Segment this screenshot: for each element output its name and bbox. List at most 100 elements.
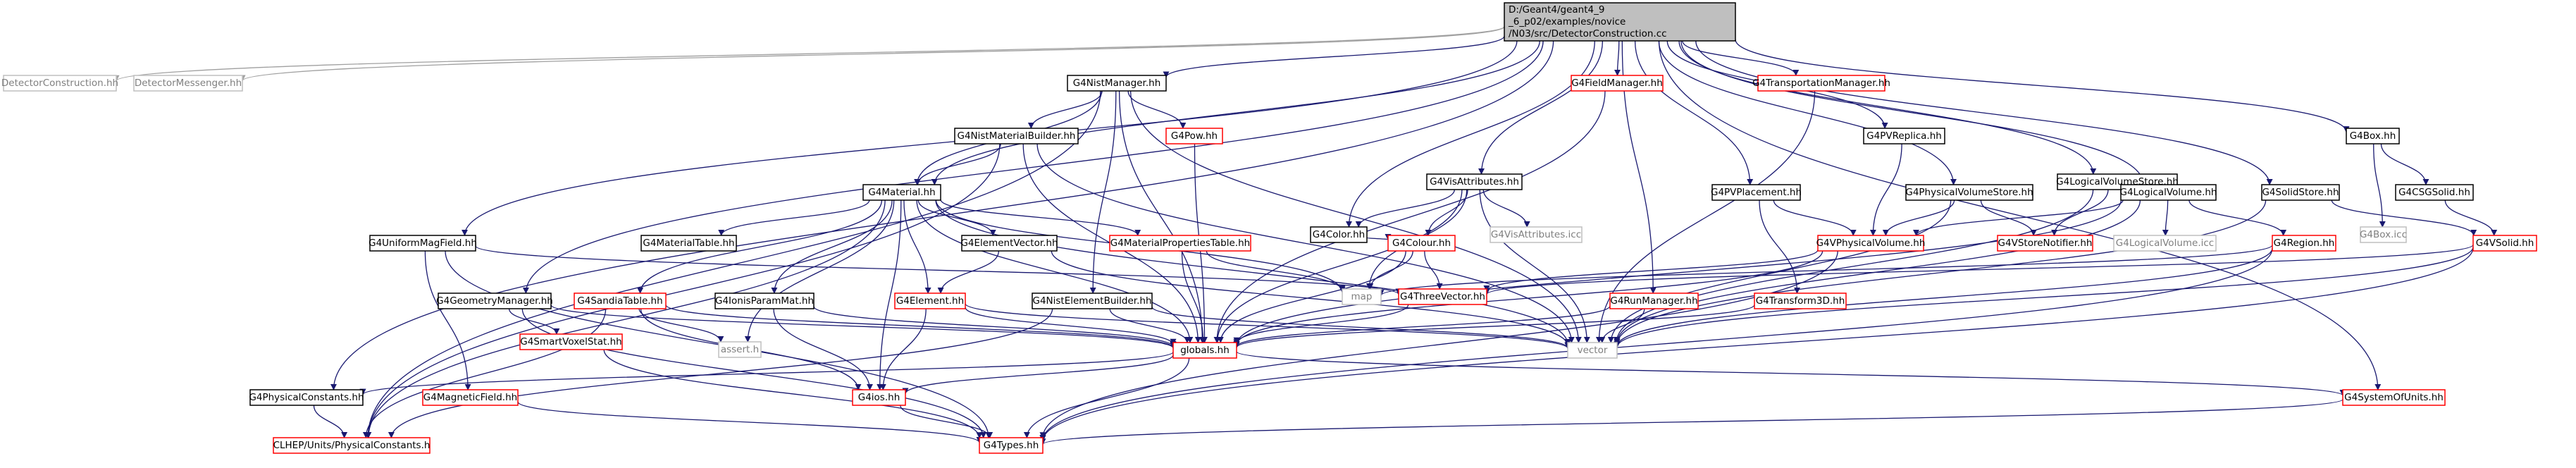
node-label: G4VisAttributes.icc (1491, 229, 1581, 240)
node-box (1398, 288, 1487, 305)
node-g4physical-constants-hh[interactable]: G4PhysicalConstants.hh (249, 389, 364, 406)
root-line-2: _6_p02/examples/novice (1508, 16, 1626, 27)
node-g4types-hh[interactable]: G4Types.hh (979, 437, 1044, 454)
node-g4element-hh[interactable]: G4Element.hh (894, 292, 966, 309)
edge-g4uniform-mag-field-hh-to-g4magnetic-field-hh (424, 250, 471, 390)
node-box (979, 437, 1044, 454)
node-g4ionis-param-mat-hh[interactable]: G4IonisParamMat.hh (714, 292, 815, 309)
node-g4vsolid-hh[interactable]: G4VSolid.hh (2472, 235, 2537, 252)
node-box (273, 437, 431, 454)
node-detector-construction-hh[interactable]: DetectorConstruction.hh (1, 75, 118, 92)
node-label: DetectorMessenger.hh (135, 78, 242, 89)
node-g4uniform-mag-field-hh[interactable]: G4UniformMagField.hh (369, 235, 477, 252)
node-detector-messenger-hh[interactable]: DetectorMessenger.hh (133, 75, 243, 92)
node-box (1426, 173, 1523, 190)
edge-g4material-hh-to-g4element-vector-hh (917, 199, 996, 236)
node-g4sandia-table-hh[interactable]: G4SandiaTable.hh (574, 292, 667, 309)
node-globals-hh[interactable]: globals.hh (1172, 342, 1237, 359)
edge-g4logical-volume-store-hh-to-vector (1613, 189, 2094, 343)
edge-g4solid-store-hh-to-g4vsolid-hh (2331, 199, 2477, 236)
node-g4physical-volume-store-hh[interactable]: G4PhysicalVolumeStore.hh (1905, 184, 2033, 201)
edge-g4region-hh-to-map (1377, 245, 2273, 297)
node-vector[interactable]: vector (1567, 342, 1618, 359)
node-box (2360, 226, 2407, 243)
node-g4colour-hh[interactable]: G4Colour.hh (1387, 235, 1456, 252)
node-g4ios-hh[interactable]: G4ios.hh (852, 389, 906, 406)
edge-g4element-hh-to-vector (965, 303, 1571, 350)
node-g4csg-solid-hh[interactable]: G4CSGSolid.hh (2395, 184, 2474, 201)
node-box (1817, 235, 1924, 252)
node-g4vis-attributes-hh[interactable]: G4VisAttributes.hh (1426, 173, 1523, 190)
node-g4material-table-hh[interactable]: G4MaterialTable.hh (640, 235, 737, 252)
node-map[interactable]: map (1342, 288, 1382, 305)
node-g4smart-voxel-stat-hh[interactable]: G4SmartVoxelStat.hh (519, 333, 623, 350)
edge-g4csg-solid-hh-to-g4vsolid-hh (2444, 199, 2498, 236)
node-label: G4NistElementBuilder.hh (1032, 295, 1151, 307)
node-g4region-hh[interactable]: G4Region.hh (2272, 235, 2336, 252)
node-box (1567, 342, 1618, 359)
edge-g4logical-volume-hh-to-g4logical-volume-icc (2162, 199, 2169, 236)
node-assert-h[interactable]: assert.h (718, 341, 762, 358)
node-g4solid-store-hh[interactable]: G4SolidStore.hh (2261, 184, 2340, 201)
node-g4box-hh[interactable]: G4Box.hh (2346, 128, 2400, 144)
root-node-detector-construction-cc[interactable]: D:/Geant4/geant4_9 _6_p02/examples/novic… (1504, 2, 1736, 42)
node-g4geometry-manager-hh[interactable]: G4GeometryManager.hh (436, 292, 553, 309)
edge-g4smart-voxel-stat-hh-to-g4types-hh (603, 349, 983, 439)
edge-g4run-manager-hh-to-vector (1599, 308, 1645, 343)
node-g4field-manager-hh[interactable]: G4FieldManager.hh (1571, 75, 1664, 92)
node-box (3, 75, 117, 92)
node-g4three-vector-hh[interactable]: G4ThreeVector.hh (1398, 288, 1487, 305)
node-g4logical-volume-hh[interactable]: G4LogicalVolume.hh (2120, 184, 2217, 201)
edge-g4material-hh-to-globals-hh (916, 199, 1194, 343)
node-label: G4MaterialPropertiesTable.hh (1110, 238, 1250, 249)
node-label: G4NistMaterialBuilder.hh (958, 130, 1076, 142)
edge-g4material-hh-to-g4material-table-hh (718, 199, 870, 236)
edge-g4nist-material-builder-hh-to-clhep-physical-constants-h (365, 143, 1001, 438)
edge-g4pv-replica-hh-to-g4vphysical-volume-hh (1869, 143, 1902, 236)
node-g4material-properties-table-hh[interactable]: G4MaterialPropertiesTable.hh (1109, 235, 1251, 252)
node-g4transform3d-hh[interactable]: G4Transform3D.hh (1754, 292, 1847, 309)
node-g4system-of-units-hh[interactable]: G4SystemOfUnits.hh (2342, 389, 2446, 406)
edge-g4vis-attributes-hh-to-g4color-hh (1355, 189, 1455, 228)
node-g4color-hh[interactable]: G4Color.hh (1310, 226, 1368, 243)
node-g4run-manager-hh[interactable]: G4RunManager.hh (1609, 292, 1699, 309)
node-box (1754, 292, 1847, 309)
node-g4magnetic-field-hh[interactable]: G4MagneticField.hh (422, 389, 519, 406)
edge-root-to-detector-messenger-hh (239, 26, 1505, 82)
edge-root-to-g4solid-store-hh (1695, 40, 2273, 185)
node-g4logical-volume-icc[interactable]: G4LogicalVolume.icc (2113, 235, 2217, 252)
node-g4box-icc[interactable]: G4Box.icc (2360, 226, 2407, 243)
node-box (862, 184, 941, 201)
node-label: G4PhysicalConstants.hh (249, 392, 364, 403)
node-g4material-hh[interactable]: G4Material.hh (862, 184, 941, 201)
node-g4pow-hh[interactable]: G4Pow.hh (1165, 128, 1223, 144)
edge-g4run-manager-hh-to-globals-hh (1233, 305, 1611, 348)
node-g4nist-manager-hh[interactable]: G4NistManager.hh (1067, 75, 1167, 92)
node-g4vstore-notifier-hh[interactable]: G4VStoreNotifier.hh (1997, 235, 2093, 252)
node-clhep-physical-constants-h[interactable]: CLHEP/Units/PhysicalConstants.h (273, 437, 431, 454)
edge-g4solid-store-hh-to-vector (1614, 199, 2267, 346)
node-g4transportation-manager-hh[interactable]: G4TransportationManager.hh (1752, 75, 1890, 92)
edge-g4ionis-param-mat-hh-to-g4ios-hh (773, 308, 874, 390)
edge-root-to-g4material-hh (931, 40, 1540, 185)
node-g4pv-placement-hh[interactable]: G4PVPlacement.hh (1711, 184, 1802, 201)
node-g4vphysical-volume-hh[interactable]: G4VPhysicalVolume.hh (1816, 235, 1926, 252)
node-g4nist-material-builder-hh[interactable]: G4NistMaterialBuilder.hh (954, 128, 1079, 144)
edge-g4logical-volume-store-hh-to-g4vstore-notifier-hh (2050, 189, 2109, 236)
node-g4nist-element-builder-hh[interactable]: G4NistElementBuilder.hh (1032, 292, 1153, 309)
node-g4element-vector-hh[interactable]: G4ElementVector.hh (960, 235, 1058, 252)
node-box (1757, 75, 1885, 92)
node-label: G4CSGSolid.hh (2398, 187, 2470, 198)
node-g4vis-attributes-icc[interactable]: G4VisAttributes.icc (1490, 226, 1583, 243)
edge-g4ios-hh-to-g4types-hh (900, 405, 993, 438)
edge-g4logical-volume-hh-to-g4vphysical-volume-hh (1913, 199, 2124, 236)
edge-g4material-hh-to-g4sandia-table-hh (637, 199, 883, 294)
edge-g4element-hh-to-globals-hh (965, 307, 1177, 345)
node-label: CLHEP/Units/PhysicalConstants.h (273, 440, 431, 451)
node-box (1387, 235, 1456, 252)
node-g4pv-replica-hh[interactable]: G4PVReplica.hh (1863, 128, 1945, 144)
node-box (2346, 128, 2400, 144)
edge-globals-hh-to-g4ios-hh (902, 355, 1174, 395)
edge-g4nist-element-builder-hh-to-globals-hh (1109, 308, 1191, 343)
edge-g4vis-attributes-hh-to-vector (1479, 189, 1590, 343)
